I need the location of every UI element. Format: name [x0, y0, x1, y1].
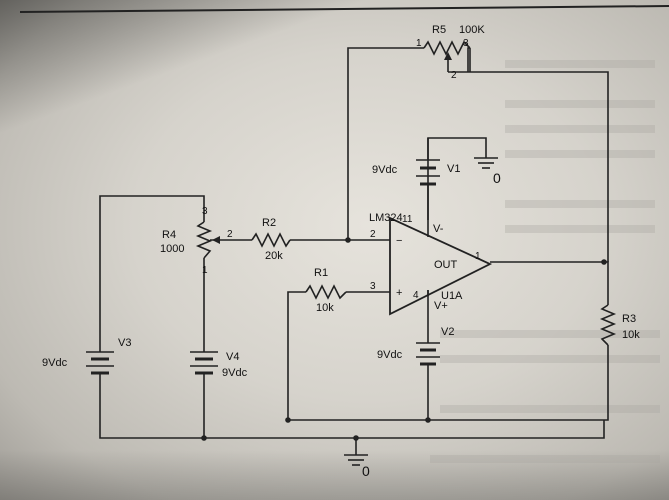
r4-pin2: 2	[227, 229, 233, 240]
opamp-pin3: 3	[370, 281, 376, 292]
v1-battery: 9Vdc V1	[372, 138, 460, 220]
r4-pin1: 1	[202, 265, 208, 276]
ground-bottom-icon: 0	[344, 454, 370, 479]
r3-name: R3	[622, 313, 636, 325]
v4-battery: V4 9Vdc	[190, 345, 248, 385]
opamp-pin2: 2	[370, 229, 376, 240]
v2-name: V2	[441, 326, 454, 338]
r1-name: R1	[314, 267, 328, 279]
v1-value: 9Vdc	[372, 164, 398, 176]
r4-value: 1000	[160, 243, 184, 255]
r5-pin2: 2	[451, 70, 457, 81]
r5-pin1: 1	[416, 38, 422, 49]
opamp-lm324: LM324 11 V- 2 − 3 + 4 OUT 1 U1A V+	[369, 212, 493, 316]
ground-top-label: 0	[493, 170, 501, 186]
v2-value: 9Vdc	[377, 349, 403, 361]
r5-value: 100K	[459, 24, 485, 36]
r1-resistor: R1 10k	[305, 267, 347, 314]
opamp-vminus: V-	[433, 223, 444, 235]
r1-value: 10k	[316, 302, 334, 314]
opamp-pin11: 11	[402, 214, 413, 225]
v1-name: V1	[447, 163, 460, 175]
v4-name: V4	[226, 351, 239, 363]
background-text	[19, 5, 669, 463]
opamp-minus-sign: −	[396, 235, 402, 247]
r4-pin3: 3	[202, 206, 208, 217]
opamp-pin1: 1	[475, 251, 481, 262]
ground-top-icon: 0	[474, 157, 501, 186]
r2-name: R2	[262, 217, 276, 229]
r3-value: 10k	[622, 329, 640, 341]
v3-battery: V3 9Vdc	[42, 337, 131, 385]
opamp-pin4: 4	[413, 290, 419, 301]
wires	[99, 47, 609, 455]
r4-name: R4	[162, 229, 176, 241]
r3-resistor: R3 10k	[599, 304, 640, 346]
opamp-name: U1A	[441, 290, 463, 302]
r2-value: 20k	[265, 250, 283, 262]
r5-potentiometer: R5 100K 1 2 3	[416, 24, 485, 81]
r4-potentiometer: R4 1000 3 2 1	[160, 206, 233, 276]
opamp-out: OUT	[434, 259, 458, 271]
r5-pin3: 3	[463, 38, 469, 49]
v3-name: V3	[118, 337, 131, 349]
opamp-vplus: V+	[434, 300, 448, 312]
v4-value: 9Vdc	[222, 367, 248, 379]
r2-resistor: R2 20k	[251, 217, 291, 262]
v2-battery: V2 9Vdc	[377, 326, 454, 370]
v3-value: 9Vdc	[42, 357, 68, 369]
ground-bottom-label: 0	[362, 463, 370, 479]
opamp-part: LM324	[369, 212, 403, 224]
r5-name: R5	[432, 24, 446, 36]
opamp-plus-sign: +	[396, 287, 402, 299]
junction-dots	[201, 237, 607, 441]
